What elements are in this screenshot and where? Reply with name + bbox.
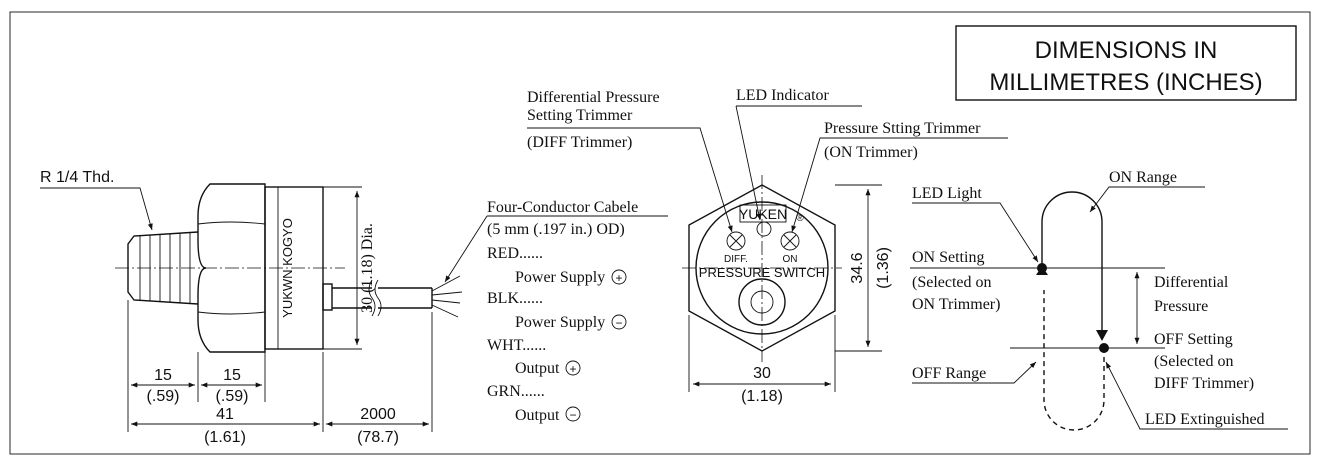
off-range-curve bbox=[1043, 290, 1105, 431]
units-title-line2: MILLIMETRES (INCHES) bbox=[989, 69, 1262, 96]
svg-text:+: + bbox=[615, 271, 622, 285]
wire-code-blk: BLK...... bbox=[487, 290, 543, 307]
wire-function-red: Power Supply bbox=[515, 269, 605, 286]
cable-title: Four-Conductor Cabele bbox=[487, 199, 638, 216]
brand-name: YUKEN bbox=[739, 206, 787, 222]
minus-symbol bbox=[565, 406, 581, 422]
on-trimmer-label-1: Pressure Stting Trimmer bbox=[824, 120, 981, 137]
wire-function-grn: Output bbox=[515, 407, 560, 424]
dim-cable-length-in: (78.7) bbox=[357, 429, 399, 446]
off-setting-label: OFF Setting bbox=[1154, 331, 1233, 348]
cable-gland bbox=[322, 283, 333, 311]
front-view: YUKEN ® DIFF. ON PRESSURE SWITCH Differe… bbox=[527, 87, 1008, 405]
wire-function-wht: Output bbox=[515, 360, 560, 377]
thread-hatching bbox=[139, 233, 191, 303]
units-title-line1: DIMENSIONS IN bbox=[1035, 37, 1218, 64]
dim-nut-length-in: (.59) bbox=[216, 388, 249, 405]
on-setting-label: ON Setting bbox=[912, 249, 984, 266]
wire-ends bbox=[431, 275, 463, 318]
led-indicator-label: LED Indicator bbox=[736, 87, 830, 104]
off-range-label: OFF Range bbox=[912, 365, 986, 382]
width-mm: 30 bbox=[753, 365, 771, 382]
thread-label: R 1/4 Thd. bbox=[40, 169, 114, 186]
sheet-frame bbox=[9, 11, 1311, 455]
svg-text:−: − bbox=[569, 408, 576, 422]
dim-thread-length-in: (.59) bbox=[147, 388, 180, 405]
units-title-box: DIMENSIONS IN MILLIMETRES (INCHES) bbox=[955, 25, 1297, 101]
face-text: PRESSURE SWITCH bbox=[699, 265, 825, 280]
diff-trimmer-label-1: Differential Pressure bbox=[527, 89, 660, 106]
thread-outline bbox=[127, 231, 199, 305]
off-setting-note-2: DIFF Trimmer) bbox=[1154, 375, 1254, 392]
side-view: YUKWN KOGYO 30 (1.18) Dia. R 1/4 Thd. 15… bbox=[40, 169, 463, 446]
differential-label-2: Pressure bbox=[1154, 298, 1208, 315]
wire-code-wht: WHT...... bbox=[487, 337, 546, 354]
cable-stub bbox=[332, 287, 372, 309]
height-mm: 34.6 bbox=[849, 252, 866, 283]
led-indicator bbox=[756, 221, 772, 237]
svg-text:−: − bbox=[615, 316, 622, 330]
cable-od: (5 mm (.197 in.) OD) bbox=[487, 221, 625, 238]
plus-symbol bbox=[565, 360, 581, 376]
registered-mark: ® bbox=[796, 213, 804, 224]
diff-trimmer-label-3: (DIFF Trimmer) bbox=[527, 134, 632, 151]
wire-function-blk: Power Supply bbox=[515, 314, 605, 331]
sensor-body bbox=[264, 186, 324, 350]
on-range-label: ON Range bbox=[1109, 169, 1177, 186]
height-in: (1.36) bbox=[875, 247, 892, 289]
dim-cable-length: 2000 bbox=[360, 406, 396, 423]
body-marking: YUKWN KOGYO bbox=[280, 218, 295, 318]
on-trimmer-label-2: (ON Trimmer) bbox=[824, 144, 918, 161]
width-in: (1.18) bbox=[741, 388, 783, 405]
diameter-label: 30 (1.18) Dia. bbox=[359, 223, 376, 313]
cable-end bbox=[378, 287, 433, 309]
on-setting-note-1: (Selected on bbox=[912, 274, 992, 291]
svg-text:+: + bbox=[569, 362, 576, 376]
on-range-curve bbox=[1041, 191, 1103, 282]
diff-marking: DIFF. bbox=[724, 254, 748, 265]
hex-nut bbox=[197, 183, 266, 353]
diff-trimmer-label-2: Setting Trimmer bbox=[527, 107, 633, 124]
pressure-port bbox=[738, 278, 786, 326]
on-setting-note-2: ON Trimmer) bbox=[912, 296, 1000, 313]
cable-legend: Four-Conductor Cabele (5 mm (.197 in.) O… bbox=[445, 199, 668, 424]
wire-code-grn: GRN...... bbox=[487, 383, 545, 400]
led-light-label: LED Light bbox=[912, 185, 982, 202]
on-marking: ON bbox=[783, 254, 798, 265]
led-extinguished-label: LED Extinguished bbox=[1145, 411, 1265, 428]
on-trimmer bbox=[780, 231, 800, 251]
diff-trimmer bbox=[726, 231, 746, 251]
wire-code-red: RED...... bbox=[487, 245, 543, 262]
cable-break bbox=[368, 279, 382, 317]
off-setting-note-1: (Selected on bbox=[1154, 353, 1234, 370]
dim-thread-length: 15 bbox=[154, 367, 172, 384]
plus-symbol bbox=[611, 269, 627, 285]
dim-total-length-in: (1.61) bbox=[204, 429, 246, 446]
dim-total-length: 41 bbox=[216, 406, 234, 423]
minus-symbol bbox=[611, 314, 627, 330]
dim-nut-length: 15 bbox=[223, 367, 241, 384]
differential-label-1: Differential bbox=[1154, 274, 1229, 291]
operation-diagram: LED Light ON Range ON Setting (Selected … bbox=[910, 169, 1288, 431]
